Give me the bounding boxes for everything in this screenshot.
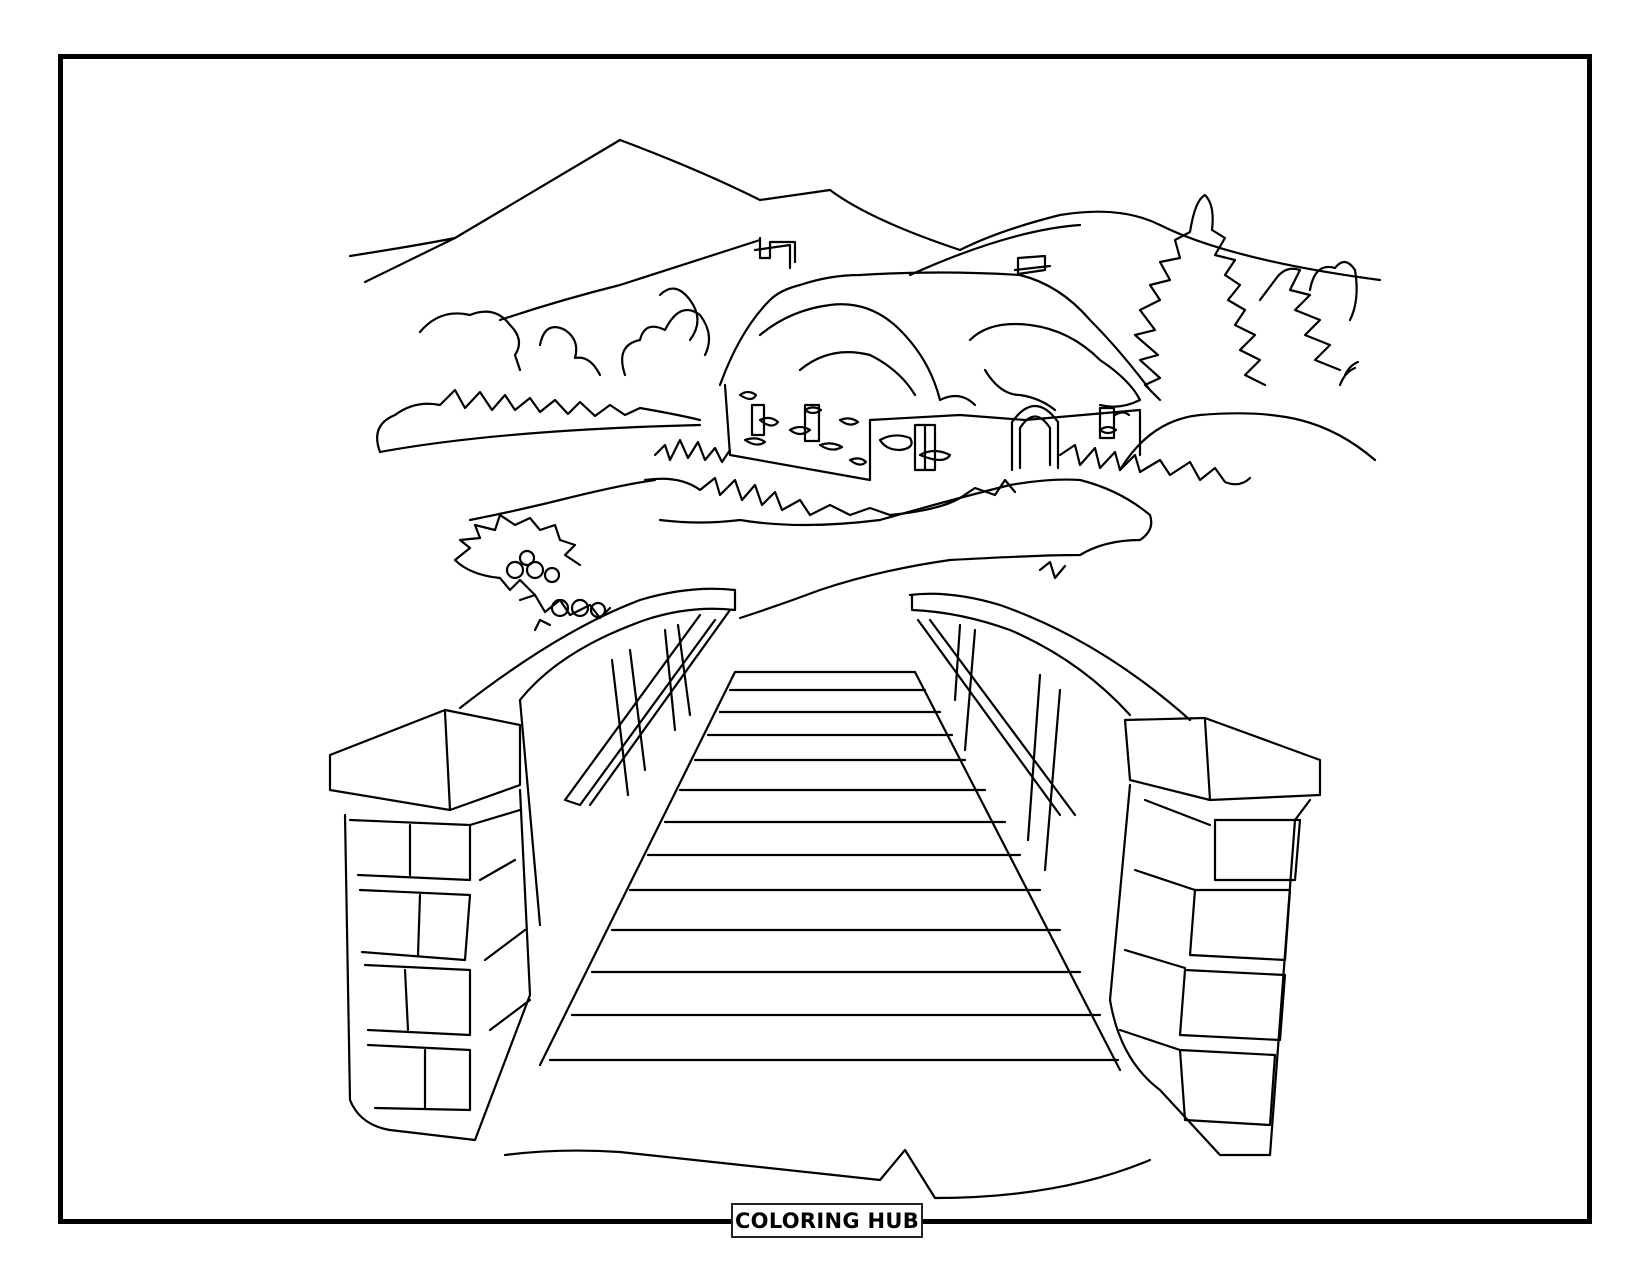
- bushes-left: [376, 287, 711, 454]
- mountains: [348, 138, 1382, 322]
- logo-text: COLORING HUB: [734, 1208, 920, 1233]
- cottage: [718, 236, 1152, 482]
- footbridge: [328, 587, 1322, 1200]
- grass-and-path: [468, 438, 1252, 620]
- coloring-hub-logo: COLORING HUB: [731, 1203, 923, 1238]
- flower-bushes: [453, 513, 612, 632]
- trees-right: [1118, 193, 1377, 472]
